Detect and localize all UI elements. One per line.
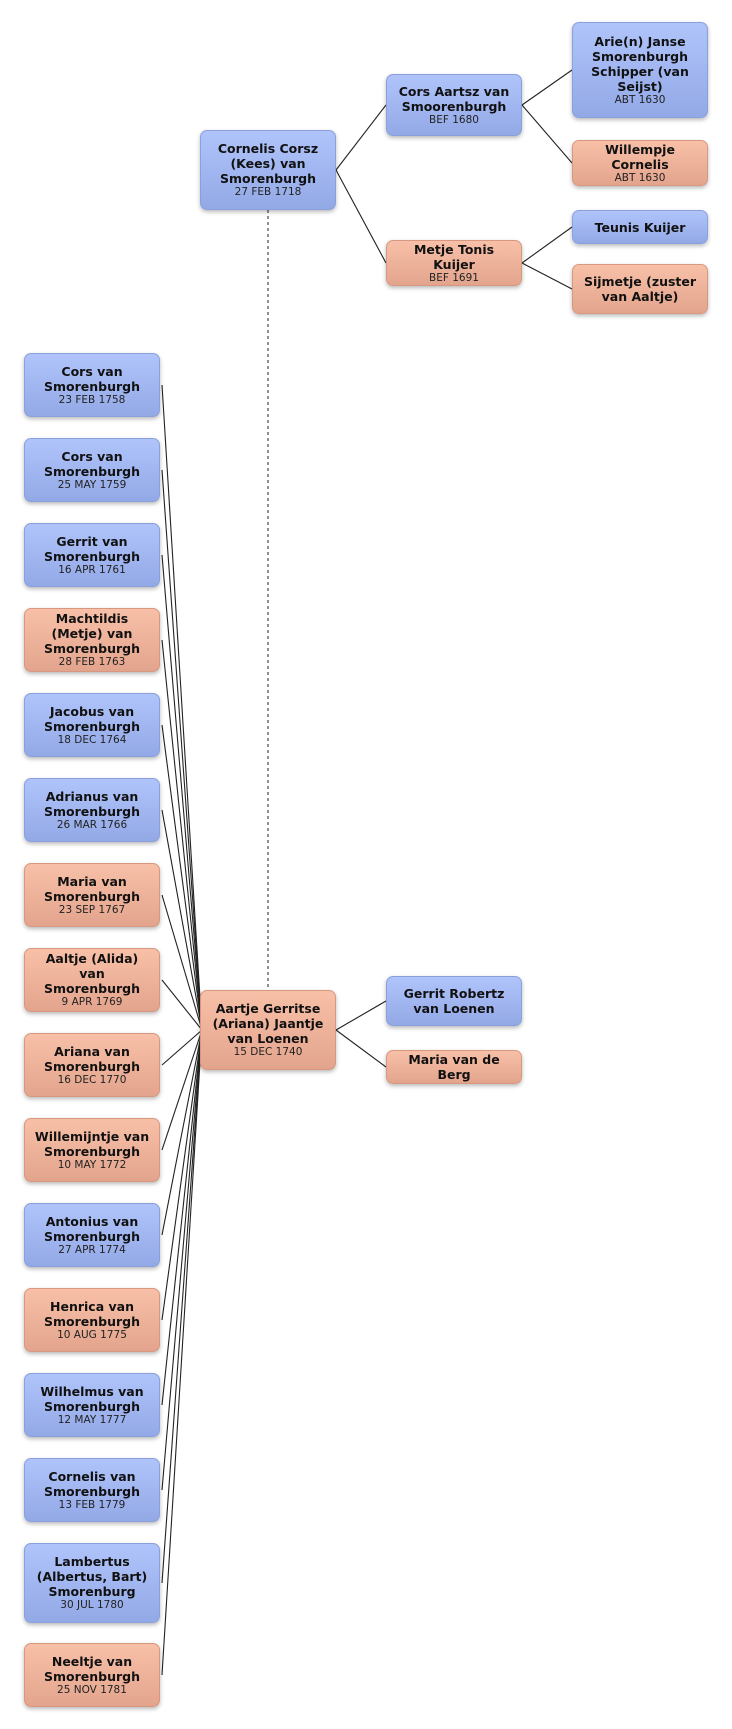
child-link: [161, 1029, 203, 1151]
person-date: ABT 1630: [614, 93, 666, 106]
child-link: [161, 979, 203, 1031]
parent-link: [521, 262, 573, 290]
person-name: Cors Aartsz van Smoorenburgh: [398, 83, 510, 114]
person-name: Sijmetje (zuster van Aaltje): [583, 274, 697, 304]
person-name: Aaltje (Alida) van Smorenburgh: [43, 951, 140, 996]
person-date: 26 MAR 1766: [56, 818, 128, 831]
child-link: [161, 469, 203, 1031]
person-name: Neeltje van Smorenburgh: [43, 1653, 140, 1684]
person-name: Antonius van Smorenburgh: [43, 1213, 140, 1244]
parent-link: [521, 69, 573, 106]
child-link: [161, 724, 203, 1031]
person-name: Aartje Gerritse (Ariana) Jaantje van Loe…: [212, 1001, 324, 1046]
person-date: 27 FEB 1718: [234, 186, 302, 198]
person-name: Teunis Kuijer: [594, 219, 686, 235]
person-date: 25 MAY 1759: [57, 478, 127, 491]
person-card-maria_berg[interactable]: Maria van de Berg: [386, 1050, 522, 1084]
person-name: Maria van Smorenburgh: [43, 873, 140, 904]
parent-link: [335, 104, 387, 171]
child-link: [161, 384, 203, 1031]
child-link: [161, 809, 203, 1031]
person-name: Willemijntje van Smorenburgh: [34, 1128, 150, 1159]
child-link: [161, 894, 203, 1031]
person-name: Adrianus van Smorenburgh: [43, 788, 140, 819]
person-name: Cors van Smorenburgh: [43, 363, 140, 394]
person-date: 27 APR 1774: [58, 1243, 126, 1256]
person-date: 12 MAY 1777: [57, 1413, 127, 1426]
parent-link: [521, 226, 573, 264]
child-link: [161, 1029, 203, 1676]
person-date: 23 FEB 1758: [58, 393, 126, 406]
child-link: [161, 1029, 203, 1491]
person-date: 9 APR 1769: [61, 996, 123, 1008]
parent-link: [521, 104, 573, 164]
person-date: 15 DEC 1740: [233, 1046, 303, 1058]
person-name: Machtildis (Metje) van Smorenburgh: [43, 611, 140, 656]
person-date: 25 NOV 1781: [57, 1683, 127, 1696]
person-date: BEF 1680: [429, 113, 479, 126]
child-link: [161, 639, 203, 1031]
person-name: Maria van de Berg: [408, 1052, 500, 1082]
person-date: 28 FEB 1763: [58, 656, 126, 668]
child-link: [161, 1029, 203, 1236]
person-date: 16 DEC 1770: [57, 1073, 127, 1086]
person-date: 23 SEP 1767: [58, 903, 126, 916]
person-name: Cors van Smorenburgh: [43, 448, 140, 479]
parent-link: [335, 1000, 387, 1031]
person-date: ABT 1630: [614, 171, 666, 184]
person-name: Willempje Cornelis: [605, 141, 675, 172]
person-card-gerrit_robertz[interactable]: Gerrit Robertz van Loenen: [386, 976, 522, 1026]
person-date: 30 JUL 1780: [60, 1599, 124, 1611]
child-link: [161, 554, 203, 1031]
person-name: Lambertus (Albertus, Bart) Smorenburg: [36, 1554, 148, 1599]
person-card-arie_janse[interactable]: Arie(n) Janse Smorenburgh Schipper (van …: [572, 22, 708, 118]
person-name: Arie(n) Janse Smorenburgh Schipper (van …: [591, 33, 689, 94]
person-name: Gerrit Robertz van Loenen: [403, 986, 505, 1016]
child-link: [161, 1029, 203, 1584]
parent-link: [335, 1029, 387, 1068]
child-link: [161, 1029, 203, 1406]
person-card-teunis[interactable]: Teunis Kuijer: [572, 210, 708, 244]
person-date: BEF 1691: [429, 271, 479, 284]
person-card-sijmetje[interactable]: Sijmetje (zuster van Aaltje): [572, 264, 708, 314]
person-date: 10 AUG 1775: [57, 1328, 127, 1341]
person-card-aartje[interactable]: Aartje Gerritse (Ariana) Jaantje van Loe…: [200, 990, 336, 1070]
person-name: Jacobus van Smorenburgh: [43, 703, 140, 734]
person-name: Gerrit van Smorenburgh: [43, 533, 140, 564]
person-date: 10 MAY 1772: [57, 1158, 127, 1171]
parent-link: [335, 169, 387, 264]
person-name: Metje Tonis Kuijer: [413, 241, 495, 272]
person-name: Wilhelmus van Smorenburgh: [40, 1383, 144, 1414]
child-link: [161, 1029, 203, 1321]
person-date: 18 DEC 1764: [57, 733, 127, 746]
person-name: Ariana van Smorenburgh: [43, 1043, 140, 1074]
person-date: 13 FEB 1779: [58, 1498, 126, 1511]
child-link: [161, 1029, 203, 1066]
person-name: Henrica van Smorenburgh: [43, 1298, 140, 1329]
person-name: Cornelis Corsz (Kees) van Smorenburgh: [217, 141, 319, 186]
person-date: 16 APR 1761: [58, 563, 126, 576]
person-name: Cornelis van Smorenburgh: [43, 1468, 140, 1499]
